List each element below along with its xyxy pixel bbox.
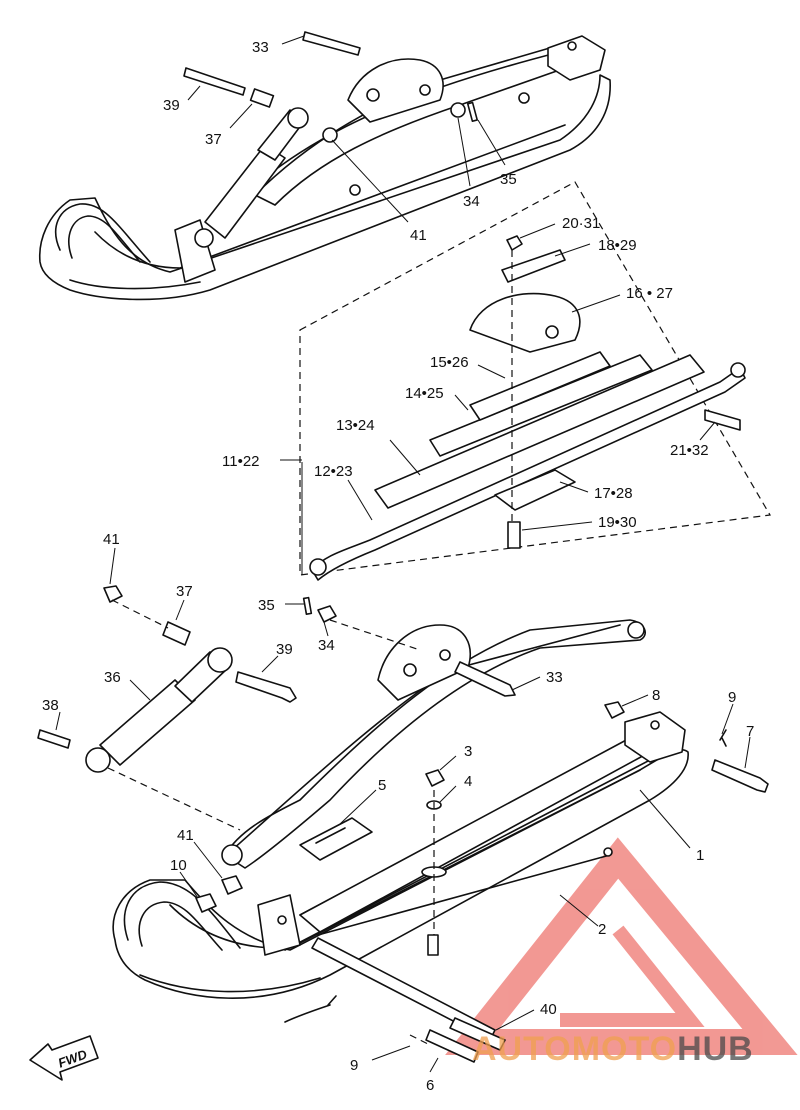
callout-37-top: 37 xyxy=(205,131,222,148)
callout-8: 8 xyxy=(652,687,660,704)
callout-39-top: 39 xyxy=(163,97,180,114)
callout-4: 4 xyxy=(464,773,472,790)
callout-41-mid: 41 xyxy=(103,531,120,548)
callout-9-lower: 9 xyxy=(350,1057,358,1074)
callout-19-30: 19•30 xyxy=(598,514,637,531)
callout-41-bottom: 41 xyxy=(177,827,194,844)
bottom-ski-assembly xyxy=(37,547,769,1073)
callout-17-28: 17•28 xyxy=(594,485,633,502)
spring-exploded-box xyxy=(280,181,771,581)
callout-33-mid: 33 xyxy=(546,669,563,686)
callout-14-25: 14•25 xyxy=(405,385,444,402)
callout-37-mid: 37 xyxy=(176,583,193,600)
callout-36: 36 xyxy=(104,669,121,686)
watermark-text: AUTOMOTOHUB xyxy=(472,1030,754,1068)
callout-39-mid: 39 xyxy=(276,641,293,658)
watermark-automoto: AUTOMOTO xyxy=(472,1030,677,1068)
callout-33-top: 33 xyxy=(252,39,269,56)
watermark-logo xyxy=(445,837,798,1055)
watermark-hub: HUB xyxy=(677,1030,754,1068)
callout-9-upper: 9 xyxy=(728,689,736,706)
callout-13-24: 13•24 xyxy=(336,417,375,434)
callout-21-32: 21•32 xyxy=(670,442,709,459)
callout-15-26: 15•26 xyxy=(430,354,469,371)
callout-10: 10 xyxy=(170,857,187,874)
svg-text:AUTOMOTOHUB: AUTOMOTOHUB xyxy=(472,1030,754,1068)
callout-34-top: 34 xyxy=(463,193,480,210)
callout-18-29: 18•29 xyxy=(598,237,637,254)
top-ski-assembly xyxy=(38,31,611,301)
callout-12-23: 12•23 xyxy=(314,463,353,480)
callout-34-mid: 34 xyxy=(318,637,335,654)
callout-40: 40 xyxy=(540,1001,557,1018)
callout-38: 38 xyxy=(42,697,59,714)
forward-arrow-icon: FWD xyxy=(29,1035,99,1081)
callout-7: 7 xyxy=(746,723,754,740)
callout-1: 1 xyxy=(696,847,704,864)
callout-16-27: 16 • 27 xyxy=(626,285,673,302)
callout-labels: 33 39 37 41 34 35 20·31 18•29 16 • 27 15… xyxy=(42,39,754,1094)
callout-5: 5 xyxy=(378,777,386,794)
callout-41-top: 41 xyxy=(410,227,427,244)
callout-11-22: 11•22 xyxy=(222,453,260,470)
callout-3: 3 xyxy=(464,743,472,760)
callout-35-top: 35 xyxy=(500,171,517,188)
callout-6: 6 xyxy=(426,1077,434,1094)
callout-2: 2 xyxy=(598,921,606,938)
callout-35-mid: 35 xyxy=(258,597,275,614)
callout-20-31: 20·31 xyxy=(562,215,600,232)
